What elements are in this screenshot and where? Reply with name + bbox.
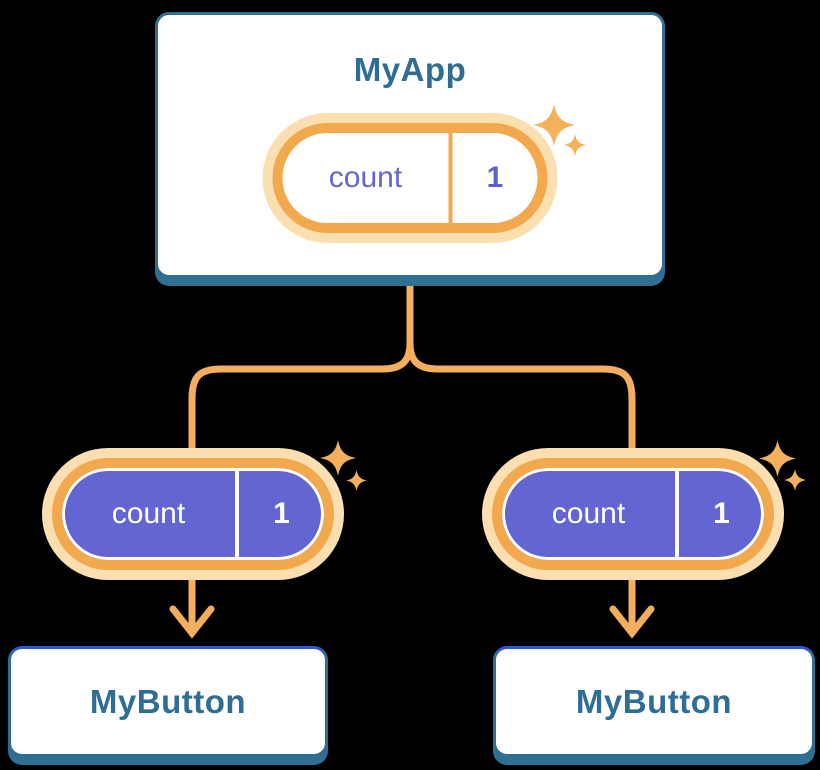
sparkle-icon [564,134,586,156]
component-card-child-right: MyButton [493,646,815,757]
pill-divider [235,468,239,560]
state-name: count [328,161,403,194]
sparkle-icon [784,469,806,491]
sparkle-icon [346,470,367,491]
state-pill-child-left: count 1 [52,458,334,570]
state-name: count [551,497,626,530]
pill-divider [675,468,679,560]
fork-right-line [406,342,636,460]
component-card-child-left: MyButton [8,646,328,757]
state-value: 1 [713,497,730,530]
arrow-left-head [169,605,215,639]
arrow-right-head [609,605,655,639]
component-card-root: MyApp count 1 [155,12,665,278]
component-title: MyButton [575,683,733,720]
state-pill-child-right: count 1 [492,458,774,570]
state-pill-root: count 1 [272,123,548,233]
component-title: MyButton [89,683,247,720]
state-name: count [111,497,186,530]
state-value: 1 [273,497,290,530]
sparkle-icon [320,440,356,476]
component-title: MyApp [353,51,467,88]
sparkle-icon [533,104,575,146]
state-value: 1 [486,161,504,194]
fork-left-line [188,342,414,460]
sparkle-icon [759,440,796,477]
pill-divider [448,133,453,223]
